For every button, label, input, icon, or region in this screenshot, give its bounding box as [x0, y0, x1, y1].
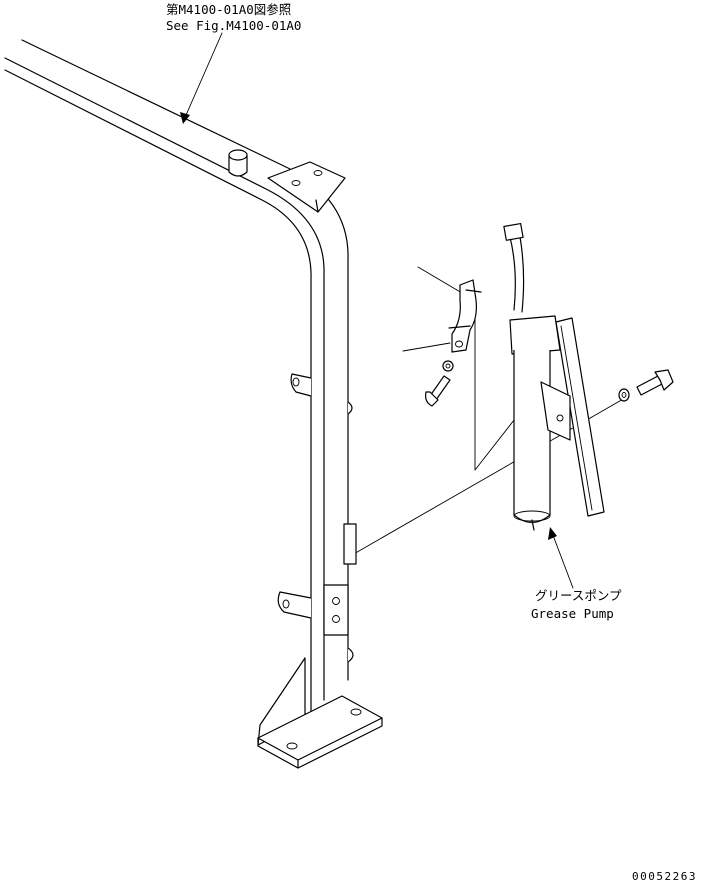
drawing-number: 00052263	[632, 870, 697, 883]
reference-label-jp: 第M4100-01A0図参照	[166, 2, 291, 17]
side-lug-upper	[290, 373, 353, 415]
pump-washer	[618, 388, 630, 402]
grease-pump-leader	[548, 527, 574, 589]
base-foot-plate	[257, 695, 383, 769]
clip-bracket	[448, 279, 482, 353]
clip-bolt	[425, 375, 451, 407]
grease-pump	[503, 222, 605, 531]
grease-pump-label-jp: グリースポンプ	[535, 588, 622, 603]
bracket-leaders	[402, 266, 519, 471]
side-lug-lower	[277, 591, 354, 663]
grease-pump-label-en: Grease Pump	[531, 606, 614, 621]
pump-bolt	[636, 369, 674, 396]
tube-boss	[228, 149, 248, 177]
tube-bracket	[323, 523, 357, 636]
reference-leader	[180, 32, 223, 124]
reference-label-en: See Fig.M4100-01A0	[166, 18, 301, 33]
top-plate	[267, 161, 346, 213]
clip-washer	[442, 360, 454, 372]
